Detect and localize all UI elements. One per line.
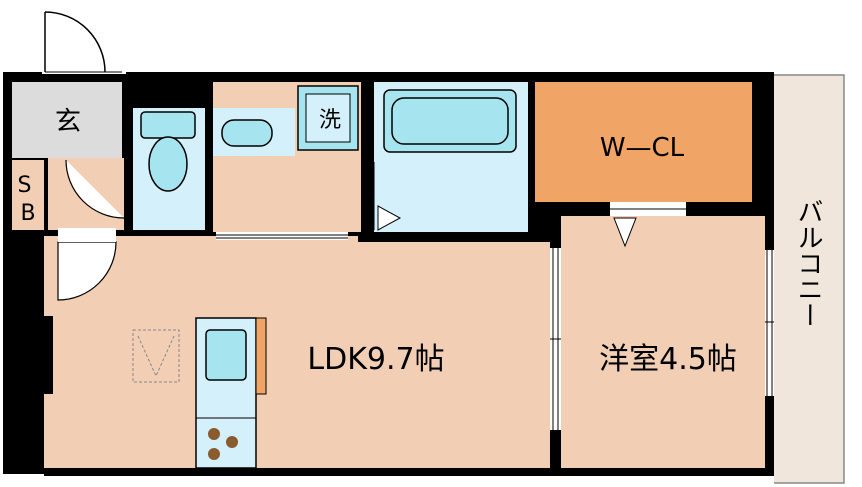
bottom-wall (44, 468, 774, 476)
bath-door (373, 162, 402, 231)
balcony (771, 74, 845, 484)
entrance-area (12, 82, 122, 158)
western-room-label: 洋室4.5帖 (599, 342, 737, 377)
stove-burners (208, 428, 238, 460)
shoe-box-label-line-1: S (18, 173, 32, 198)
kitchen-counter (195, 317, 267, 469)
closet-label: W—CL (600, 133, 685, 163)
shoe-box-label-line-2: B (20, 201, 35, 226)
ldk-corridor (44, 236, 358, 246)
shoe-box-label: S B (18, 173, 39, 226)
hall-door-swing (65, 159, 125, 219)
ldk-label: LDK9.7帖 (307, 342, 444, 377)
closet-area (535, 82, 752, 202)
washer-label: 洗 (319, 108, 341, 133)
closet-door (610, 202, 686, 248)
western-room-area (561, 216, 765, 468)
room-sliding-door (550, 248, 561, 430)
washer-pan (305, 93, 351, 143)
ldk-area (44, 242, 550, 468)
toilet-fixture (140, 111, 196, 192)
balcony-label: バルコニー (793, 198, 823, 328)
refrigerator-space (132, 329, 180, 383)
washroom-sliding-door (216, 232, 348, 240)
entrance-door (42, 11, 126, 74)
bottom-gap (3, 474, 774, 487)
shoe-box-area (12, 160, 44, 230)
ldk-door-swing (57, 241, 117, 301)
ldk-door-opening (58, 228, 116, 242)
wash-basin (221, 119, 273, 147)
ldk-side-window (44, 316, 53, 394)
bathtub-basin (391, 97, 509, 145)
entrance-label: 玄 (55, 107, 81, 137)
balcony-window (765, 250, 774, 396)
